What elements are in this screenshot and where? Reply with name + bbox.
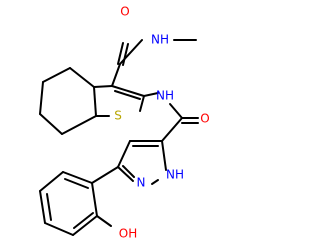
bond-cyclohex-2: [42, 67, 71, 83]
bond-phenol-oh: [96, 215, 112, 227]
atom-label-oh: OH: [119, 227, 137, 241]
atom-label-nh-methyl: NH: [151, 33, 169, 47]
bond-phenyl-5-double: [73, 212, 94, 229]
bond-carbonyl-top-1: [117, 42, 124, 65]
molecule-svg: O NH NH S O N NH OH: [39, 5, 210, 241]
bond-thiophene-c3a-c3: [93, 85, 113, 88]
bond-phenyl-3-double: [46, 193, 52, 221]
bond-thiophene-c2-s: [139, 95, 145, 112]
bond-phenyl-2: [39, 171, 64, 192]
bond-phenyl-4: [44, 222, 74, 236]
atom-label-nh-link: NH: [156, 89, 174, 103]
atom-label-n-pyrazole: N: [137, 176, 146, 190]
bond-nh-c-amide: [169, 103, 183, 119]
atom-labels-layer: O NH NH S O N NH OH: [114, 5, 210, 241]
bond-pyrazole-c3-n2-double: [122, 165, 135, 178]
bond-amide-top-cn: [119, 39, 143, 65]
atom-label-o-top: O: [120, 5, 129, 19]
bond-amide-c5: [161, 117, 183, 142]
bond-thiophene-c7a-c3a: [93, 86, 97, 117]
bond-carbonyl-top-2: [122, 43, 129, 66]
bond-phenyl-1-double: [64, 178, 89, 189]
atom-label-o-mid: O: [200, 112, 209, 126]
bond-pyrazole-c3-n2: [117, 166, 134, 182]
bond-phenyl-6: [91, 182, 98, 217]
bond-c3-phenyl: [91, 166, 119, 184]
bond-c2-nh: [143, 92, 159, 97]
molecule-structure-diagram: O NH NH S O N NH OH: [39, 4, 210, 241]
atom-label-s: S: [114, 109, 122, 123]
bond-cyclohex-4: [39, 113, 63, 135]
bond-c3-carbonyl: [111, 63, 121, 87]
bond-pyrazole-c4-c3: [117, 140, 131, 168]
bonds-layer: [39, 39, 199, 236]
atom-label-nh-pyrazole: NH: [166, 168, 184, 182]
bond-phenyl-1: [62, 171, 93, 184]
bond-thiophene-c3-c2: [111, 85, 145, 97]
bond-cyclohex-5: [61, 115, 97, 135]
bond-phenyl-5: [72, 215, 98, 236]
bond-pyrazole-n1-c5: [161, 140, 167, 171]
bond-pyrazole-n2-n1: [151, 179, 159, 185]
bond-thiophene-c3-c2-double: [114, 90, 141, 100]
bond-cyclohex-3: [39, 81, 44, 115]
bond-phenyl-3: [39, 190, 46, 224]
bond-cyclohex-1: [69, 67, 95, 88]
